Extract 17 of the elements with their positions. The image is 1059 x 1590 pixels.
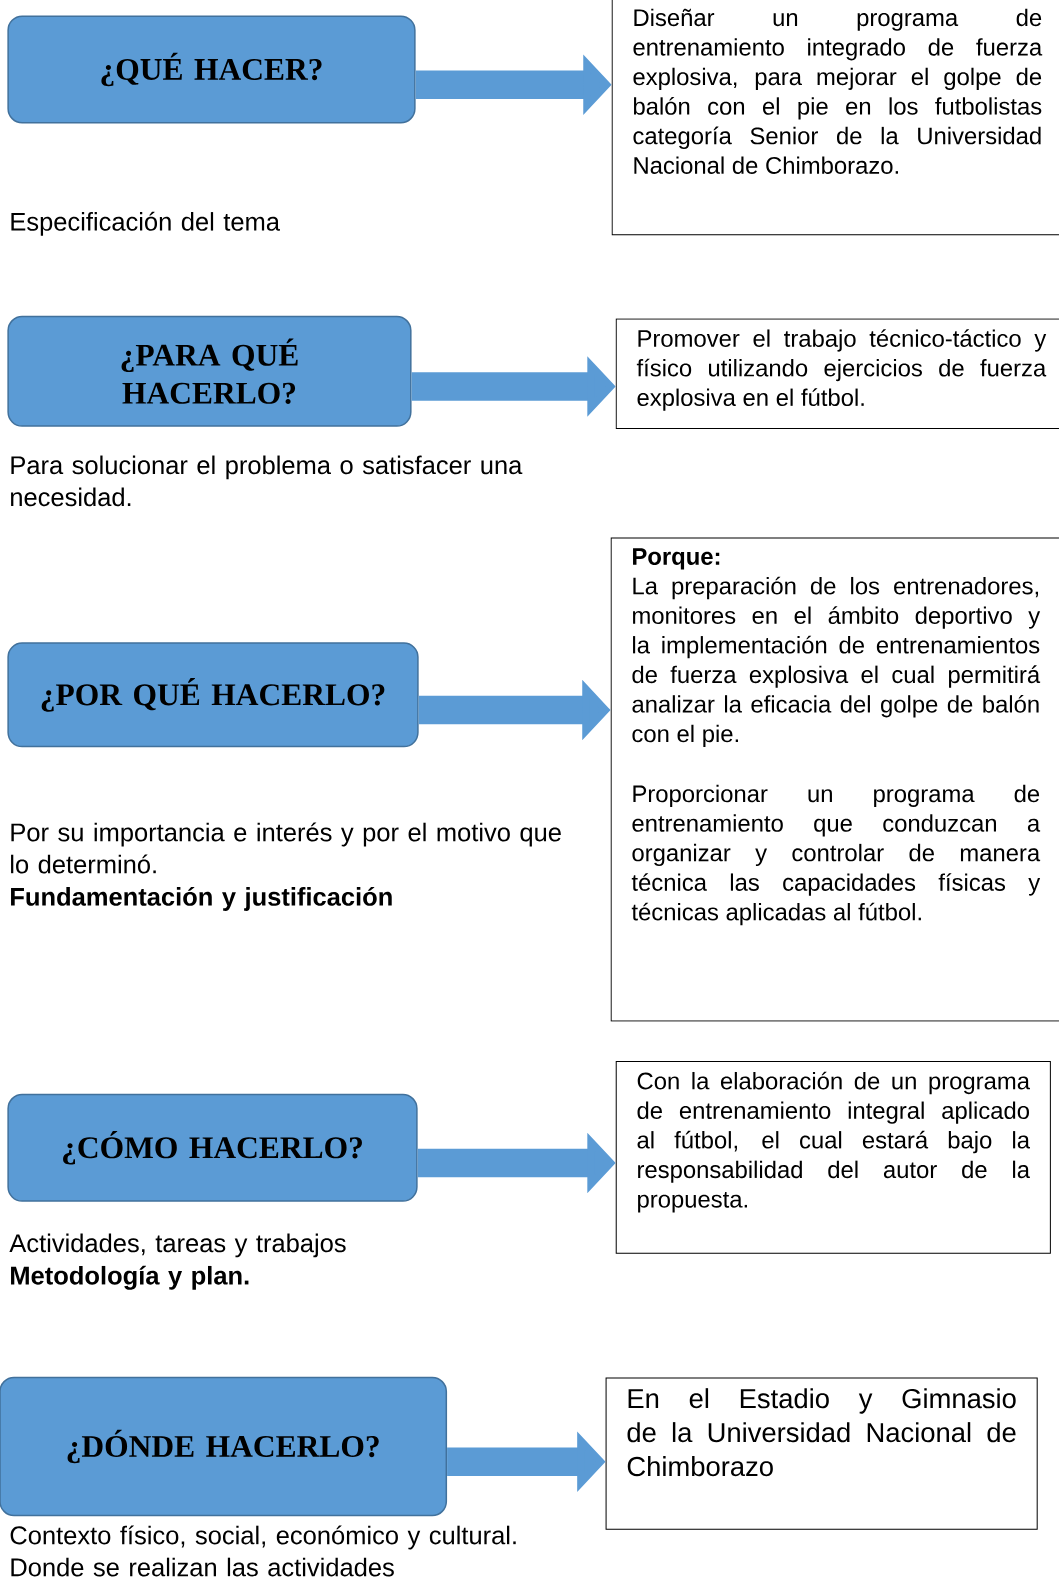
question-box: ¿PARA QUÉ HACERLO? — [7, 315, 412, 427]
answer-box: Con la elaboración de un programa de entrenamiento integral aplicado al fútbol, el cual estará bajo la responsabilidad del autor de la propuesta. — [615, 1061, 1051, 1254]
answer-box: Promover el trabajo técnico-táctico y físico utilizando ejercicios de fuerza explosiva en el fútbol. — [615, 318, 1059, 430]
caption-text: Fundamentación y justificación — [11, 886, 392, 911]
question-box: ¿CÓMO HACERLO? — [7, 1093, 418, 1202]
caption-text: Para solucionar el problema o satisfacer una necesidad. — [11, 455, 523, 507]
answer-box: En el Estadio y Gimnasio de la Universidad Nacional de Chimborazo — [605, 1377, 1038, 1530]
caption-text: Actividades, tareas y trabajos — [9, 1233, 346, 1258]
question-box: ¿QUÉ HACER? — [7, 15, 416, 124]
question-box: ¿DÓNDE HACERLO? — [0, 1376, 448, 1517]
answer-box: Porque: La preparación de los entrenadores, monitores en el ámbito deportivo y la implementación de entrenamientos de fuerza explosiva el cual permitirá analizar la eficacia del golpe de balón con el pie. Proporcionar un programa de entrenamiento que conduzcan a organizar y controlar de manera técnica las capacidades físicas y técnicas aplicadas al fútbol. — [610, 537, 1059, 1022]
caption-text: Especificación del tema — [11, 211, 280, 236]
caption-text: Contexto físico, social, económico y cultural. Donde se realizan las actividades — [10, 1525, 516, 1577]
answer-box: Diseñar un programa de entrenamiento integrado de fuerza explosiva, para mejorar el golpe de balón con el pie en los futbolistas categoría Senior de la Universidad Nacional de Chimborazo. — [611, 0, 1059, 236]
caption-text: Metodología y plan. — [11, 1265, 249, 1290]
question-box: ¿POR QUÉ HACERLO? — [7, 642, 419, 748]
caption-text: Por su importancia e interés y por el motivo que lo determinó. — [11, 822, 561, 874]
